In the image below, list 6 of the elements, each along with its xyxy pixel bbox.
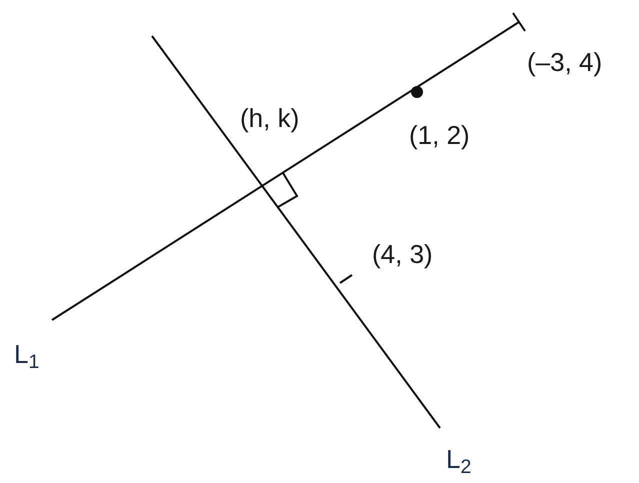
point-label: (h, k): [240, 102, 300, 134]
point-label: (4, 3): [372, 238, 433, 270]
point-label: (1, 2): [409, 119, 470, 151]
point-label: (–3, 4): [527, 46, 602, 78]
line-label: L$_{2}$: [446, 443, 472, 475]
line-label: L$_{1}$: [14, 338, 40, 370]
